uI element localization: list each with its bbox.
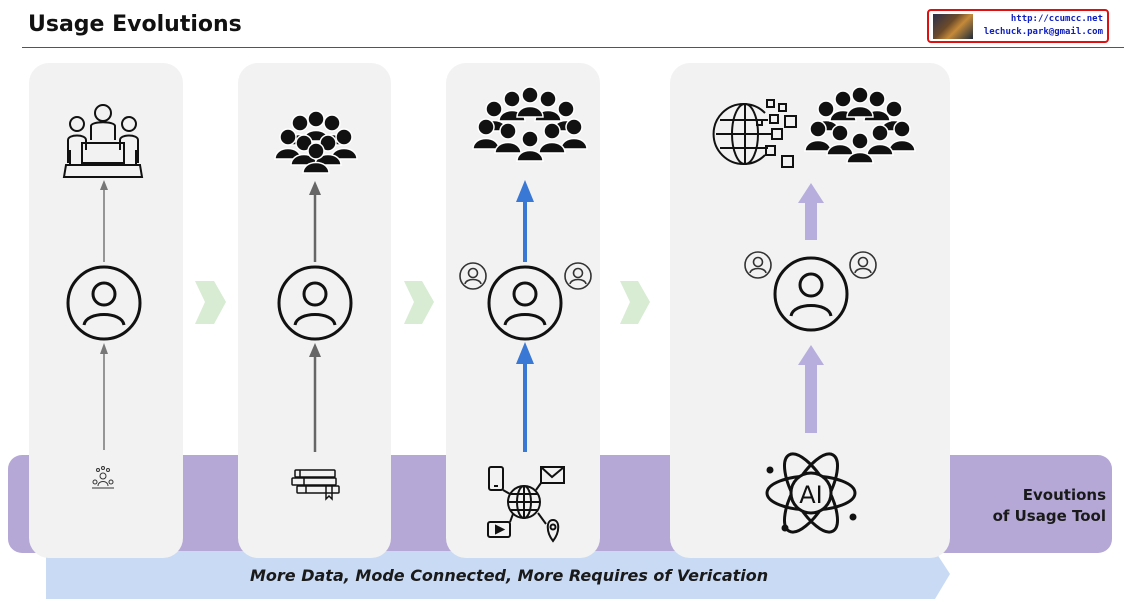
stage3-arrow-up <box>516 180 534 262</box>
stage4-arrow-up-lower <box>798 345 824 433</box>
ai-atom-icon: AI <box>765 452 857 534</box>
stage-chevron-3 <box>620 281 650 324</box>
crowd-icon <box>472 86 588 162</box>
peer-user-icon <box>459 262 487 290</box>
author-url[interactable]: http://ccumcc.net <box>1010 14 1103 24</box>
digital-globe-icon <box>712 99 797 168</box>
author-email[interactable]: lechuck.park@gmail.com <box>983 27 1103 37</box>
crowd-digital-world-icon <box>804 86 916 164</box>
stage3-arrow-up-lower <box>516 342 534 452</box>
connected-devices-icon <box>487 466 565 543</box>
author-thumbnail <box>933 14 973 39</box>
user-icon <box>66 265 142 341</box>
peer-user-icon <box>744 251 772 279</box>
user-icon <box>487 265 563 341</box>
author-contact: http://ccumcc.net lechuck.park@gmail.com <box>984 13 1103 39</box>
band-label-line1: Evoutions <box>1022 486 1106 504</box>
user-icon <box>277 265 353 341</box>
progress-arrow <box>46 551 950 599</box>
stage1-arrow-up-lower <box>100 343 108 450</box>
stage1-arrow-up <box>100 180 108 262</box>
group-icon <box>274 110 358 174</box>
network-people-icon <box>92 466 114 489</box>
peer-user-icon <box>564 262 592 290</box>
user-icon <box>773 256 849 332</box>
stage4-arrow-up <box>798 183 824 240</box>
books-icon <box>291 469 340 501</box>
stage2-arrow-up-lower <box>309 343 321 452</box>
stage-chevron-2 <box>404 281 434 324</box>
author-badge[interactable]: http://ccumcc.net lechuck.park@gmail.com <box>927 9 1109 43</box>
peer-user-icon <box>849 251 877 279</box>
svg-text:AI: AI <box>799 481 823 509</box>
stage2-arrow-up <box>309 181 321 262</box>
title-divider <box>22 47 1124 48</box>
stage-chevron-1 <box>195 281 226 324</box>
page-title: Usage Evolutions <box>28 12 242 37</box>
band-label-line2: of Usage Tool <box>992 507 1106 525</box>
usage-tool-band-label: Evoutions of Usage Tool <box>993 485 1106 527</box>
meeting-table-icon <box>62 104 144 178</box>
progress-arrow-caption: More Data, Mode Connected, More Requires… <box>250 566 769 585</box>
